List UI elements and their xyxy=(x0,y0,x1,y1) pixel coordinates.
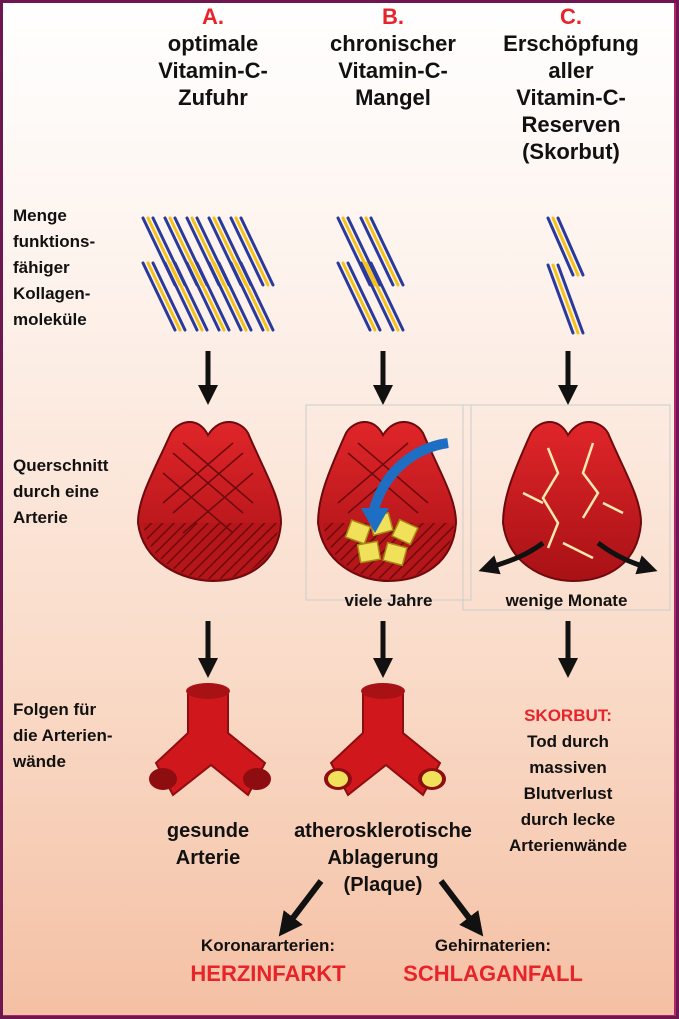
collagen-bundle-b xyxy=(338,218,403,330)
outcome-c-title: SKORBUT: xyxy=(488,703,648,729)
time-label-c: wenige Monate xyxy=(463,588,670,614)
final-left-label: Koronararterien: xyxy=(158,933,378,959)
final-left-result: HERZINFARKT xyxy=(158,959,378,989)
outcome-a-1: gesunde xyxy=(118,818,298,845)
outcome-b-2: Ablagerung xyxy=(273,845,493,872)
final-right-result: SCHLAGANFALL xyxy=(378,959,608,989)
final-right-label: Gehirnaterien: xyxy=(378,933,608,959)
artery-crosssection-b xyxy=(318,422,456,581)
outcome-b-3: (Plaque) xyxy=(273,872,493,899)
collagen-bundle-c xyxy=(548,218,583,333)
outcome-c-5: Arterienwände xyxy=(488,833,648,859)
final-left: Koronararterien: HERZINFARKT xyxy=(158,933,378,989)
outcome-b: atherosklerotische Ablagerung (Plaque) xyxy=(273,818,493,899)
outcome-c-4: durch lecke xyxy=(488,807,648,833)
time-label-b: viele Jahre xyxy=(306,588,471,614)
artery-crosssection-c xyxy=(488,422,648,581)
diagram-canvas: A. optimale Vitamin-C- Zufuhr B. chronis… xyxy=(3,3,674,1015)
healthy-artery xyxy=(149,683,271,795)
outcome-a-2: Arterie xyxy=(118,845,298,872)
artery-crosssection-a xyxy=(138,422,281,581)
outcome-c-2: massiven xyxy=(488,755,648,781)
collagen-bundle-a xyxy=(143,218,273,330)
outcome-b-1: atherosklerotische xyxy=(273,818,493,845)
outcome-c: SKORBUT: Tod durch massiven Blutverlust … xyxy=(488,703,648,859)
outcome-a: gesunde Arterie xyxy=(118,818,298,872)
plaque-artery xyxy=(324,683,446,795)
outcome-c-3: Blutverlust xyxy=(488,781,648,807)
outcome-c-1: Tod durch xyxy=(488,729,648,755)
final-right: Gehirnaterien: SCHLAGANFALL xyxy=(378,933,608,989)
